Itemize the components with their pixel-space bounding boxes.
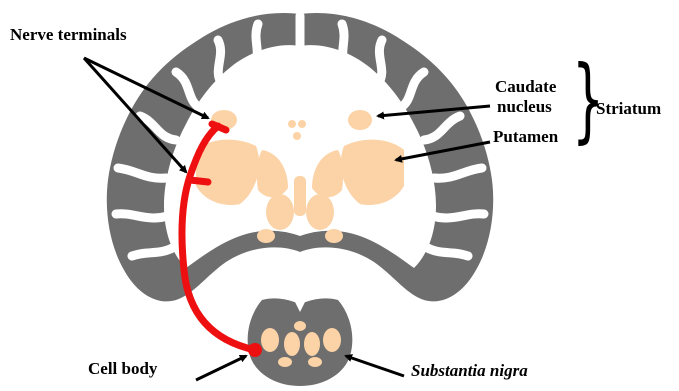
label-caudate-line2: nucleus xyxy=(497,98,552,117)
label-substantia-nigra: Substantia nigra xyxy=(411,362,528,381)
ventricle xyxy=(294,110,306,170)
label-putamen: Putamen xyxy=(493,128,558,147)
midbrain xyxy=(248,298,353,386)
fornix-dot-2 xyxy=(298,120,306,128)
thalamus-left xyxy=(266,194,294,230)
label-caudate-line1: Caudate xyxy=(495,78,556,97)
terminal-lower xyxy=(190,180,208,182)
subthalamic-left xyxy=(257,229,275,243)
fornix-dot-3 xyxy=(293,132,301,140)
label-cell-body: Cell body xyxy=(88,360,157,379)
midline-nucleus xyxy=(294,176,306,216)
thalamus-right xyxy=(306,194,334,230)
cerebrum xyxy=(107,13,493,301)
arrow-cell-body xyxy=(196,356,246,380)
caudate-right xyxy=(348,110,372,130)
arrow-substantia-nigra xyxy=(346,356,404,376)
fornix-dot-1 xyxy=(288,120,296,128)
label-nerve-terminals: Nerve terminals xyxy=(10,26,127,45)
label-striatum: Striatum xyxy=(596,100,661,119)
subthalamic-right xyxy=(325,229,343,243)
cell-body-dot xyxy=(248,343,262,357)
